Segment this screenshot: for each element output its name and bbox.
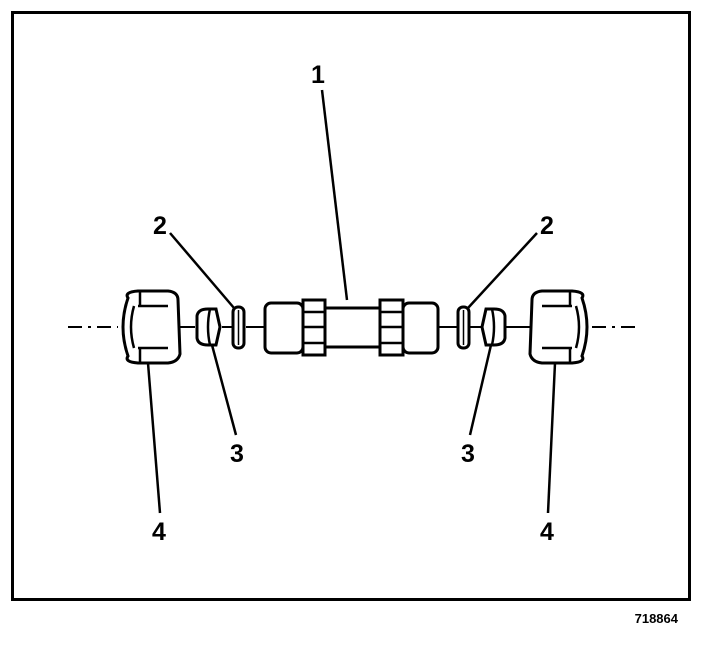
- o-ring-right: [456, 305, 471, 350]
- figure-id: 718864: [634, 611, 678, 626]
- callout-4-left: 4: [152, 518, 166, 546]
- ferrule-left: [195, 307, 222, 347]
- callout-4-right: 4: [540, 518, 554, 546]
- callout-2-right: 2: [540, 212, 554, 240]
- fitting-nut-left: [121, 289, 182, 365]
- callout-3-right: 3: [461, 440, 475, 468]
- fitting-body: [263, 298, 440, 357]
- leader-lines: [146, 89, 557, 514]
- callout-2-left: 2: [153, 212, 167, 240]
- callout-3-left: 3: [230, 440, 244, 468]
- o-ring-left: [231, 305, 246, 350]
- callout-1: 1: [311, 61, 325, 89]
- ferrule-right: [480, 307, 507, 347]
- fitting-nut-right: [528, 289, 589, 365]
